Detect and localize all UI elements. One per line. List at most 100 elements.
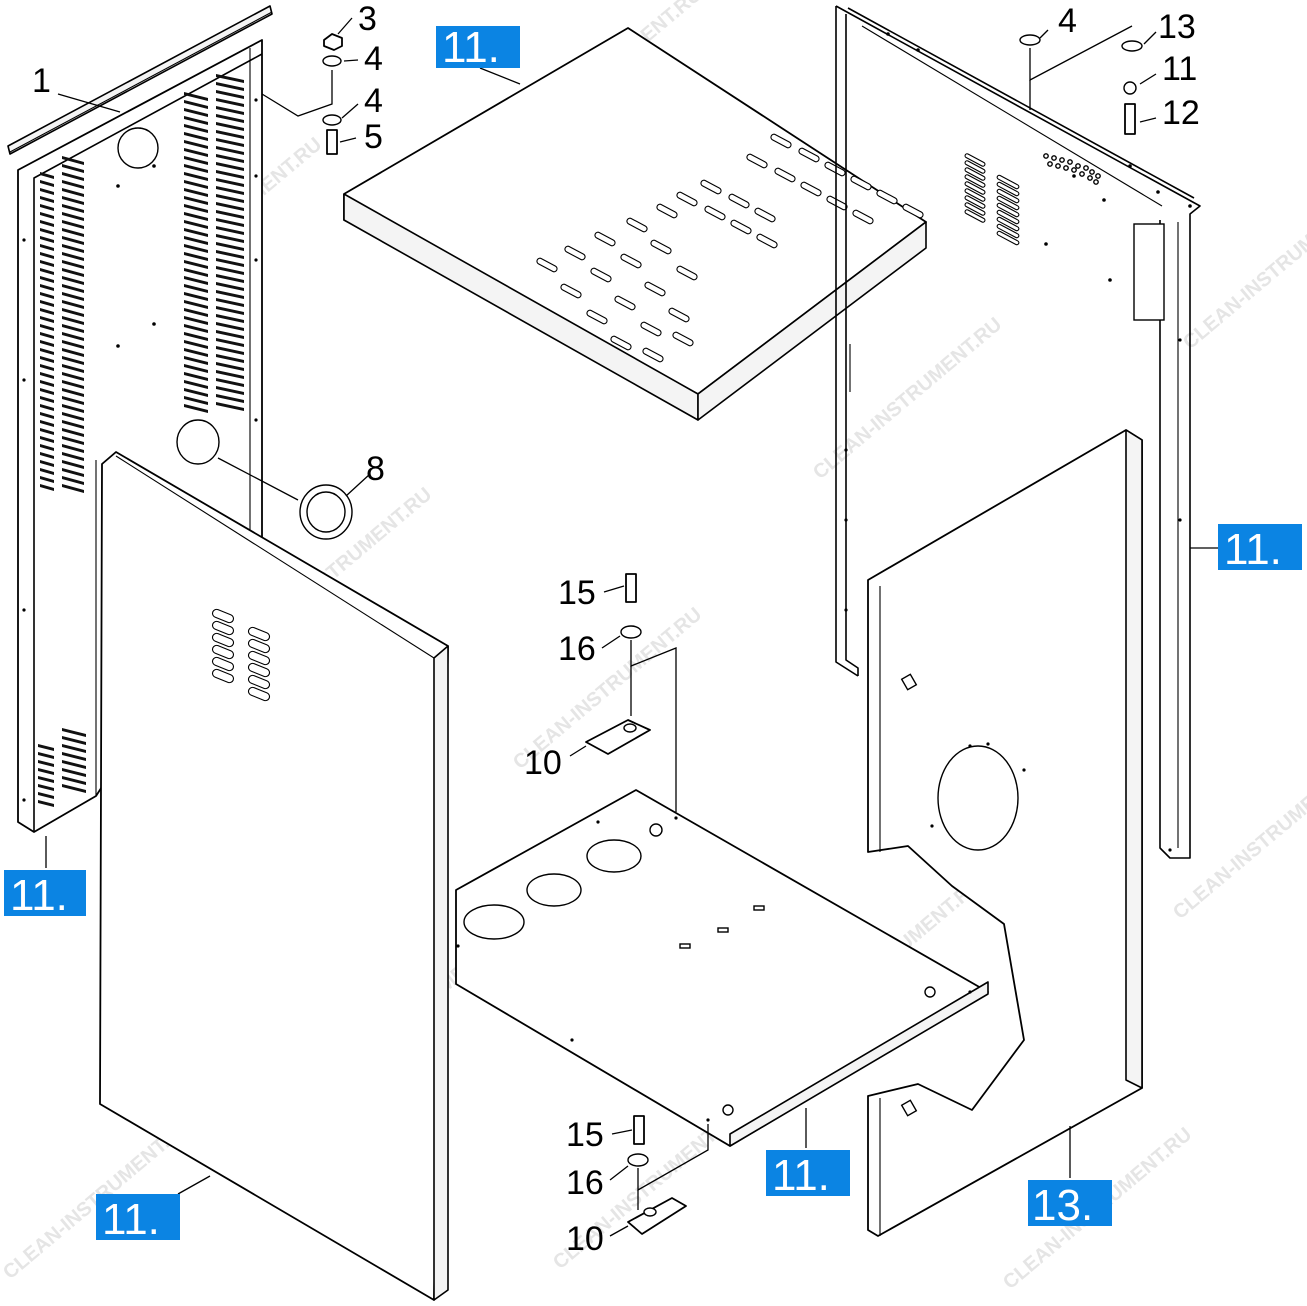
vent-slot <box>850 175 872 191</box>
callout-4a: 4 <box>364 40 383 78</box>
louver-slot <box>40 380 54 387</box>
label-side-panel: 13. <box>1028 1180 1112 1230</box>
hardware-upper-bracket <box>585 573 677 812</box>
louver-slot <box>40 244 54 251</box>
louver-slot <box>38 776 54 783</box>
louver-slot <box>40 196 54 203</box>
louver-slot <box>184 396 208 405</box>
louver-slot <box>62 188 84 197</box>
louver-slot <box>62 212 84 221</box>
rear-hole <box>1075 163 1081 169</box>
rear-hole <box>1063 165 1069 171</box>
louver-slot <box>40 372 54 379</box>
rear-hole <box>1087 175 1093 181</box>
louver-slot <box>184 92 208 101</box>
callout-4b: 4 <box>364 82 383 120</box>
louver-slot <box>40 476 54 483</box>
svg-text:11.: 11. <box>102 1195 160 1244</box>
front-panel-louvers <box>211 608 271 702</box>
rear-louver-slot <box>964 174 986 188</box>
callout-leaders <box>45 17 1220 1237</box>
vent-slot <box>672 331 694 347</box>
svg-text:13.: 13. <box>1032 1181 1093 1230</box>
grommet <box>217 457 353 540</box>
louver-slot <box>216 178 244 187</box>
louver-slot <box>62 428 84 437</box>
hardware-right-stack <box>1019 25 1143 135</box>
base-plate <box>455 789 989 1147</box>
louver-slot <box>62 244 84 253</box>
louver-slot <box>40 292 54 299</box>
rear-louver-slot <box>996 181 1020 197</box>
louver-slot <box>216 338 244 347</box>
louver-slot <box>62 356 84 365</box>
louver-slot <box>216 170 244 179</box>
vent-slot <box>700 179 722 195</box>
louver-slot <box>62 768 86 777</box>
callout-16a: 16 <box>558 630 596 668</box>
louver-slot <box>216 402 244 411</box>
vent-slot <box>756 233 778 249</box>
louver-slot <box>216 378 244 387</box>
louver-slot <box>216 330 244 339</box>
louver-slot <box>216 274 244 283</box>
louver-slot <box>40 388 54 395</box>
louver-slot <box>216 98 244 107</box>
rear-hole <box>916 48 920 52</box>
louver-slot <box>40 180 54 187</box>
louver-slot <box>216 394 244 403</box>
louver-slot <box>62 324 84 333</box>
louver-slot <box>40 428 54 435</box>
louver-slot <box>40 172 54 179</box>
louver-slot <box>184 332 208 341</box>
louver-slot <box>40 332 54 339</box>
svg-text:11.: 11. <box>10 871 68 920</box>
rear-hole <box>1156 190 1160 194</box>
louver-slot <box>216 354 244 363</box>
louver-slot <box>184 300 208 309</box>
louver-slot <box>184 220 208 229</box>
louver-slot <box>40 316 54 323</box>
louver-slot <box>62 292 84 301</box>
vent-slot <box>620 253 642 269</box>
vent-slot <box>610 335 632 351</box>
callout-8: 8 <box>366 450 385 488</box>
louver-slot <box>62 316 84 325</box>
louver-slot <box>62 252 84 261</box>
louver-slot <box>62 452 84 461</box>
vent-slot <box>560 283 582 299</box>
louver-slot <box>38 768 54 775</box>
rear-hole <box>1128 164 1132 168</box>
louver-slot <box>184 124 208 133</box>
louver-slot <box>216 226 244 235</box>
louver-slot <box>40 404 54 411</box>
louver-slot <box>216 90 244 99</box>
louver-slot <box>216 130 244 139</box>
louver-slot <box>40 236 54 243</box>
louver-slot <box>184 364 208 373</box>
louver-slot <box>216 250 244 259</box>
louver-slot <box>184 356 208 365</box>
louver-slot <box>38 752 54 759</box>
vent-slot <box>876 189 898 205</box>
vent-slot <box>770 133 792 149</box>
louver-slot <box>184 284 208 293</box>
rear-louver-slot <box>996 174 1020 190</box>
louver-slot <box>216 146 244 155</box>
louver-slot <box>38 760 54 767</box>
rear-louver-slot <box>996 202 1020 218</box>
front-louver-slot <box>211 668 235 684</box>
louver-slot <box>62 348 84 357</box>
louver-slot <box>40 484 54 491</box>
louver-slot <box>216 202 244 211</box>
rear-hole <box>1067 159 1073 165</box>
callout-15a: 15 <box>558 574 596 612</box>
rear-hole <box>1071 167 1077 173</box>
louver-slot <box>184 380 208 389</box>
louver-slot <box>40 348 54 355</box>
vent-slot <box>626 217 648 233</box>
callout-13: 13 <box>1158 8 1196 46</box>
louver-slot <box>216 346 244 355</box>
rear-louver-slot <box>996 188 1020 204</box>
front-louver-slot <box>211 608 235 624</box>
